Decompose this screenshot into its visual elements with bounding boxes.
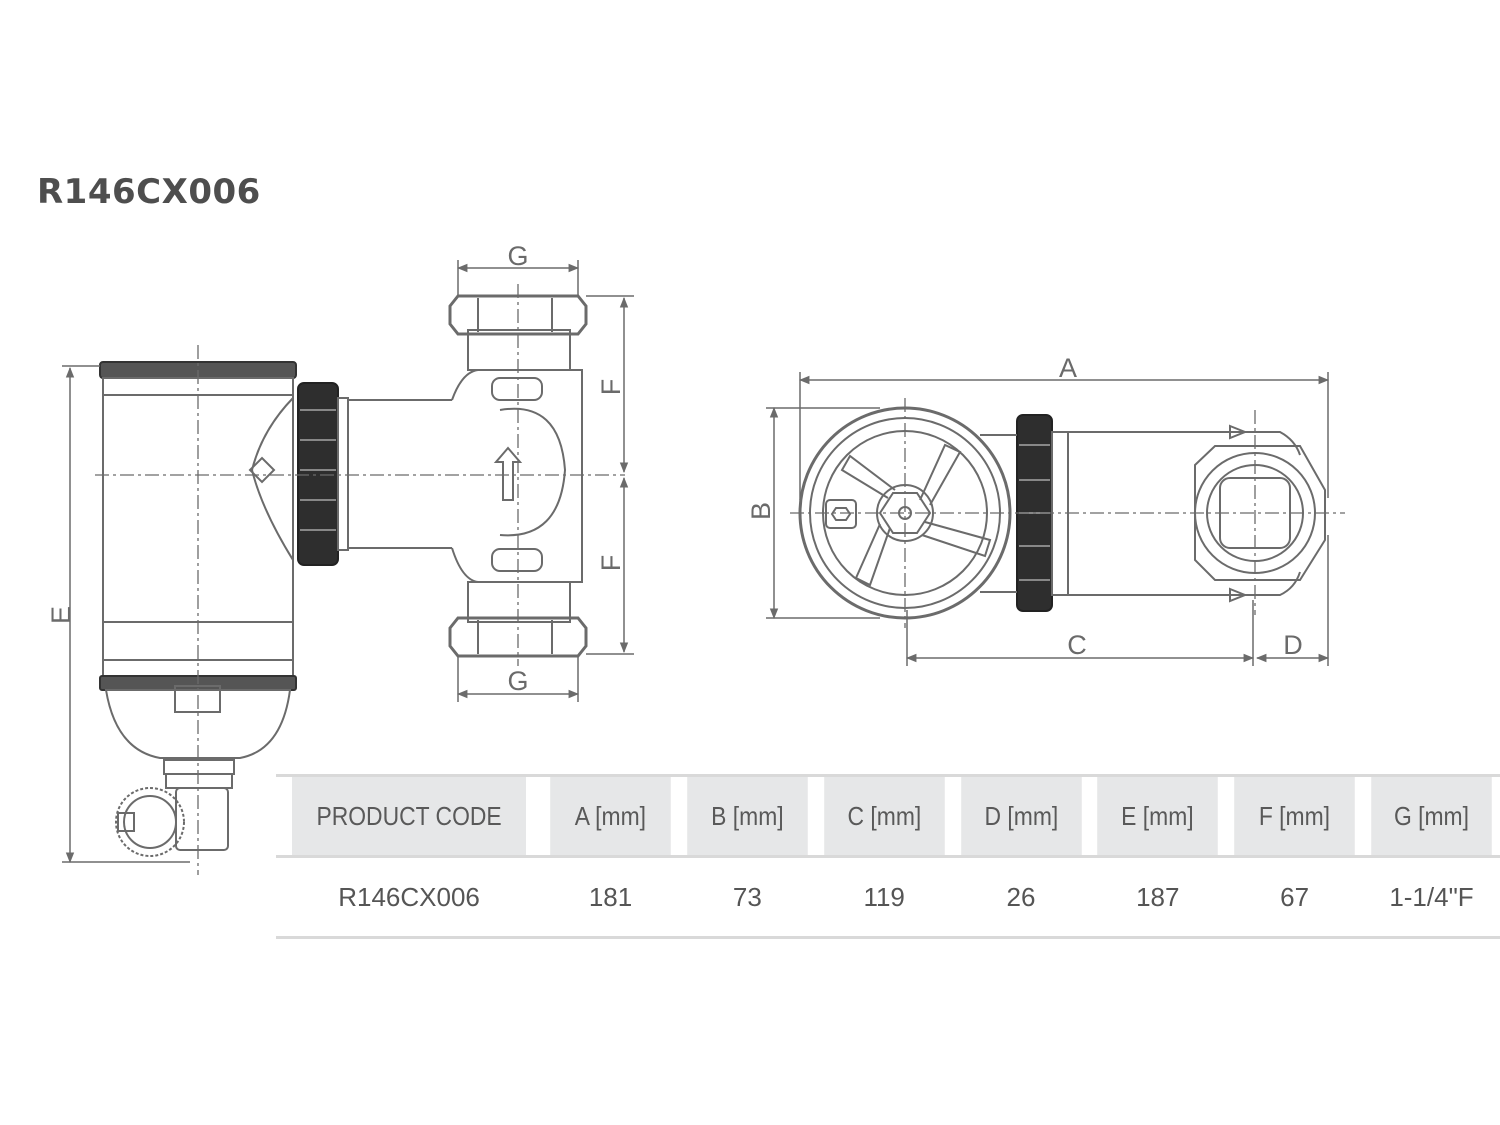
header-d: D [mm] <box>960 775 1082 857</box>
dim-label-f-top: F <box>596 379 626 396</box>
dimensions-table: PRODUCT CODE A [mm] B [mm] C [mm] D [mm]… <box>276 774 1500 939</box>
cell-a: 181 <box>588 881 633 912</box>
product-title: R146CX006 <box>37 172 261 212</box>
front-view-dimensions <box>62 260 634 864</box>
table-row: R146CX006 181 73 119 26 187 67 1-1/4"F <box>276 856 1500 938</box>
table-header-row: PRODUCT CODE A [mm] B [mm] C [mm] D [mm]… <box>276 775 1500 857</box>
dim-label-b: B <box>746 502 776 520</box>
header-product-code: PRODUCT CODE <box>291 775 527 857</box>
dim-label-g-bottom: G <box>507 666 528 696</box>
dim-label-d: D <box>1283 630 1303 660</box>
cell-c: 119 <box>863 881 905 912</box>
dim-label-c: C <box>1067 630 1087 660</box>
header-g: G [mm] <box>1371 775 1492 857</box>
cell-f: 67 <box>1280 881 1310 912</box>
cell-product-code: R146CX006 <box>338 881 480 912</box>
top-view-drawing <box>790 398 1345 628</box>
header-a: A [mm] <box>550 775 671 857</box>
dim-label-a: A <box>1059 353 1077 383</box>
header-e: E [mm] <box>1097 775 1218 857</box>
cell-g: 1-1/4"F <box>1389 881 1474 912</box>
header-c: C [mm] <box>823 775 945 857</box>
top-view-dimensions <box>766 372 1330 666</box>
front-view-drawing <box>95 284 625 875</box>
cell-b: 73 <box>732 881 762 912</box>
dim-label-f-bottom: F <box>596 555 626 572</box>
dim-label-g-top: G <box>507 241 528 271</box>
dim-label-e: E <box>46 606 76 624</box>
header-f: F [mm] <box>1234 775 1355 857</box>
cell-d: 26 <box>1006 881 1036 912</box>
cell-e: 187 <box>1136 881 1180 912</box>
header-b: B [mm] <box>687 775 808 857</box>
